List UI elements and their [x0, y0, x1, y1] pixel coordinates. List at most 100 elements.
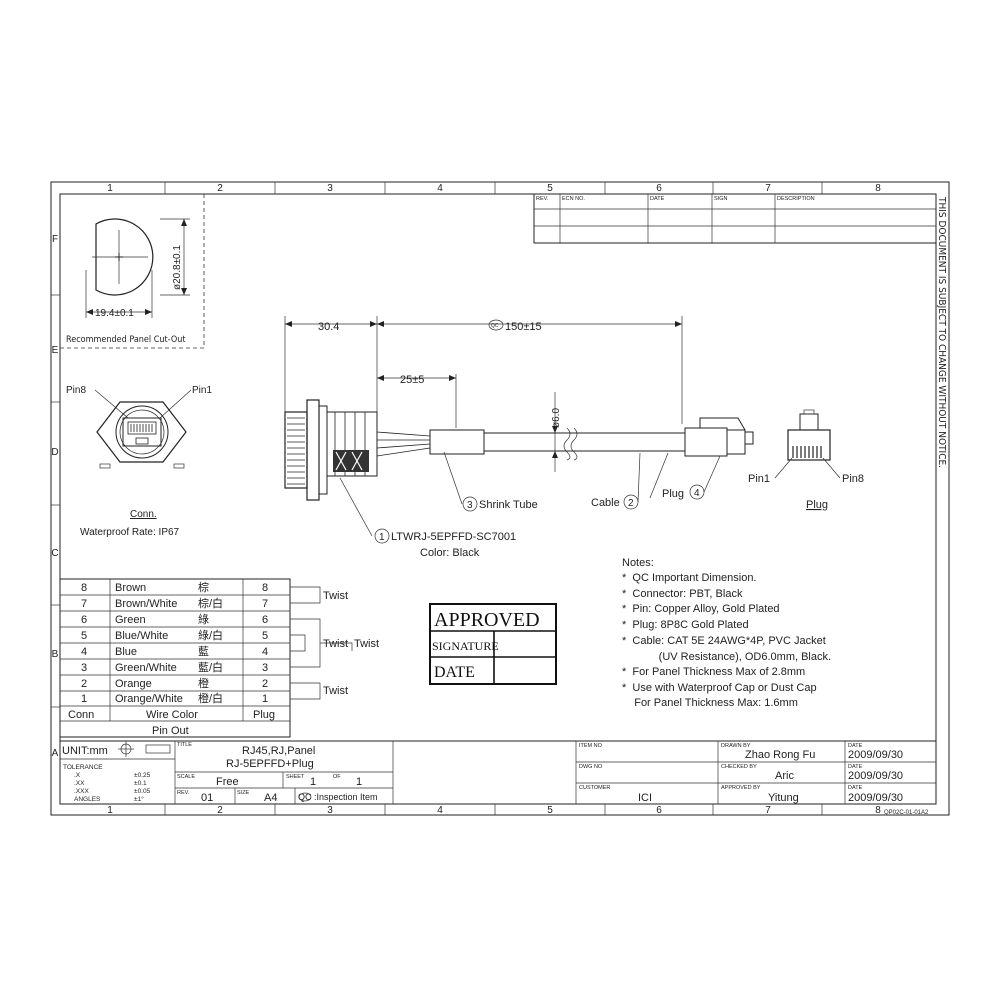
item-no-label: ITEM NO: [579, 743, 603, 749]
zone-col-8: 8: [875, 183, 881, 194]
note-line-2: * Connector: PBT, Black: [622, 588, 743, 600]
tol-key: .XXX: [74, 788, 89, 795]
callout-1-part-number: LTWRJ-5EPFFD-SC7001: [391, 531, 516, 543]
note-line-5: * Cable: CAT 5E 24AWG*4P, PVC Jacket: [622, 635, 826, 647]
qc-symbol-icon: [298, 792, 312, 802]
dim-cable-od: ø6.0: [551, 408, 562, 428]
pin-row-cn: 藍/白: [198, 660, 223, 674]
pin-row-color: Orange/White: [115, 693, 183, 705]
tol-value: ±0.1: [134, 780, 147, 787]
twist-label-mid-b: Twist: [354, 638, 379, 650]
approved-label: APPROVED: [434, 609, 540, 631]
pin-row-plug: 1: [262, 693, 268, 705]
pin-row-conn: 5: [81, 630, 87, 642]
dim-150: 150±15: [505, 321, 542, 333]
checked-by-label: CHECKED BY: [721, 764, 757, 770]
crosshair-symbol-icon: [118, 741, 171, 757]
conn-pin1-label: Pin1: [192, 385, 212, 396]
pin-row-plug: 5: [262, 630, 268, 642]
cutout-caption: Recommended Panel Cut-Out: [66, 335, 186, 345]
assembly-side-view: 30.4 QC 150±15 25±5 ø6.0 1 LTWRJ-5EPFFD-…: [284, 316, 754, 559]
pin-row-cn: 橙/白: [198, 691, 223, 705]
callout-2-number: 2: [628, 498, 634, 509]
notes: Notes: * QC Important Dimension. * Conne…: [622, 557, 831, 709]
pin-row-color: Green/White: [115, 662, 177, 674]
title-line-1: RJ45,RJ,Panel: [242, 745, 315, 757]
dim-25: 25±5: [400, 374, 424, 386]
callout-1-number: 1: [379, 532, 385, 543]
date-field-label-1: DATE: [848, 743, 863, 749]
drawn-by-label: DRAWN BY: [721, 743, 751, 749]
conn-pin8-label: Pin8: [66, 385, 86, 396]
rev-value: 01: [201, 792, 213, 804]
customer-value: ICI: [638, 792, 652, 804]
note-line-3: * Pin: Copper Alloy, Gold Plated: [622, 603, 780, 615]
approved-by-label: APPROVED BY: [721, 785, 761, 791]
rev-col-rev: REV.: [536, 196, 549, 202]
rev-col-ecn: ECN NO.: [562, 196, 585, 202]
pin-footer: Pin Out: [152, 725, 189, 737]
of-field-label: OF: [333, 774, 341, 780]
of-value: 1: [356, 776, 362, 788]
drawn-by-value: Zhao Rong Fu: [745, 749, 815, 761]
rev-col-sign: SIGN: [714, 196, 727, 202]
rev-field-label: REV.: [177, 790, 190, 796]
pin-header-plug: Plug: [253, 709, 275, 721]
tol-value: ±1°: [134, 795, 144, 803]
note-line-6: (UV Resistance), OD6.0mm, Black.: [622, 651, 831, 663]
pin-row-conn: 6: [81, 614, 87, 626]
date-field-label-2: DATE: [848, 764, 863, 770]
title-field-label: TITLE: [177, 742, 192, 748]
pin-row-color: Green: [115, 614, 146, 626]
plug-front-view: Pin1 Pin8 Plug: [748, 409, 864, 511]
pin-header-color: Wire Color: [146, 709, 198, 721]
zone-col-2-bottom: 2: [217, 805, 223, 816]
plug-caption: Plug: [806, 499, 828, 511]
tol-value: ±0.25: [134, 772, 151, 779]
approval-stamp: APPROVED SIGNATURE DATE: [429, 603, 557, 685]
zone-col-6: 6: [656, 183, 662, 194]
date-value-1: 2009/09/30: [848, 749, 903, 761]
twist-label-bottom: Twist: [323, 685, 348, 697]
zone-col-1: 1: [107, 183, 113, 194]
tol-value: ±0.05: [134, 788, 151, 795]
hex-nut-icon: [96, 401, 187, 463]
date-field-label-3: DATE: [848, 785, 863, 791]
approved-by-value: Yitung: [768, 792, 799, 804]
zone-col-7-bottom: 7: [765, 805, 771, 816]
panel-cutout-view: ø20.8±0.1 19.4±0.1 Recommended Panel Cut…: [60, 194, 205, 349]
zone-letters: F E D C B A: [51, 234, 58, 759]
pin-row-color: Brown/White: [115, 598, 177, 610]
dwg-no-label: DWG NO: [579, 764, 603, 770]
zone-row-e: E: [52, 345, 59, 356]
zone-row-f: F: [52, 234, 58, 245]
dim-30-4: 30.4: [318, 321, 339, 333]
zone-col-5: 5: [547, 183, 553, 194]
zone-numbers-bottom: 1 2 3 4 5 6 7 8: [107, 805, 881, 816]
outer-frame: [50, 181, 950, 816]
signature-label: SIGNATURE: [432, 639, 499, 653]
plug-pin8-label: Pin8: [842, 473, 864, 485]
side-notice: THIS DOCUMENT IS SUBJECT TO CHANGE WITHO…: [936, 196, 947, 468]
zone-col-3-bottom: 3: [327, 805, 333, 816]
pin-row-cn: 棕: [198, 580, 209, 594]
date-value-3: 2009/09/30: [848, 792, 903, 804]
rev-col-description: DESCRIPTION: [777, 196, 815, 202]
zone-ticks: [51, 182, 823, 815]
pin-row-conn: 8: [81, 582, 87, 594]
pin-header-conn: Conn: [68, 709, 94, 721]
form-number: QP02C-01-01A2: [884, 810, 929, 816]
title-block: UNIT:mm TOLERANCE .X ±0.25 .XX ±0.1 .XXX…: [59, 740, 937, 805]
pin-row-color: Blue: [115, 646, 137, 658]
date-label: DATE: [434, 664, 475, 681]
zone-col-4-bottom: 4: [437, 805, 443, 816]
checked-by-value: Aric: [775, 770, 794, 782]
cutout-outline-icon: [95, 218, 154, 296]
scale-value: Free: [216, 776, 239, 788]
zone-row-b: B: [52, 649, 59, 660]
note-line-4: * Plug: 8P8C Gold Plated: [622, 619, 749, 631]
customer-label: CUSTOMER: [579, 785, 610, 791]
pin-row-plug: 4: [262, 646, 268, 658]
pin-row-color: Brown: [115, 582, 146, 594]
pin-row-color: Orange: [115, 678, 152, 690]
